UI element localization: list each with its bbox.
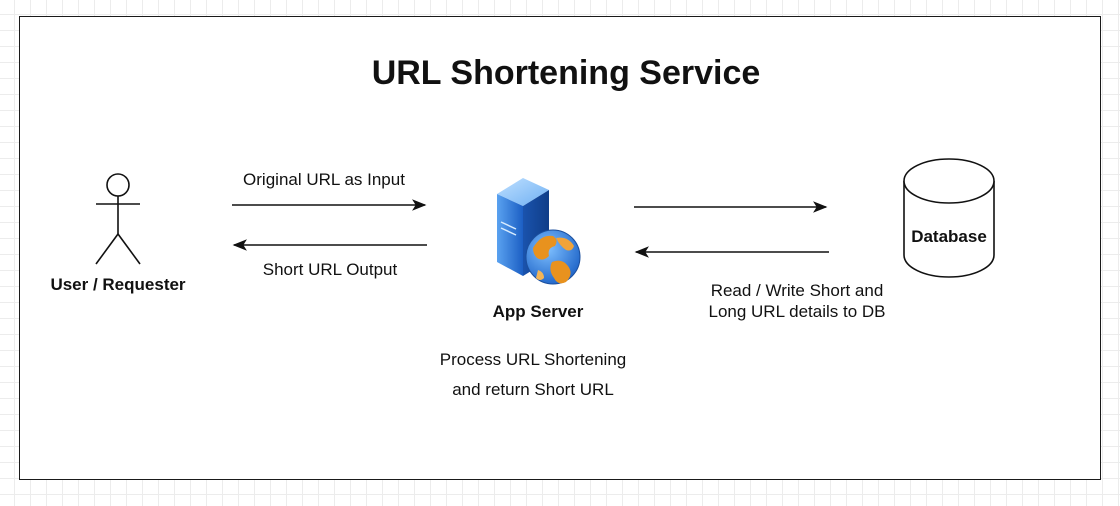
stick-figure-icon (95, 173, 141, 265)
db-label-line1: Read / Write Short and (710, 281, 884, 300)
database-label: Database (911, 227, 987, 246)
process-label-line1: Process URL Shortening (439, 350, 627, 369)
diagram-title: URL Shortening Service (371, 54, 761, 92)
web-server-globe-icon (497, 178, 581, 285)
original-url-input-label: Original URL as Input (243, 170, 405, 189)
app-server-label: App Server (492, 302, 584, 321)
process-label-line2: and return Short URL (452, 380, 614, 399)
database-cylinder-icon (903, 158, 995, 278)
short-url-output-label: Short URL Output (262, 260, 398, 279)
user-label: User / Requester (50, 275, 186, 294)
db-label-line2: Long URL details to DB (708, 302, 886, 321)
